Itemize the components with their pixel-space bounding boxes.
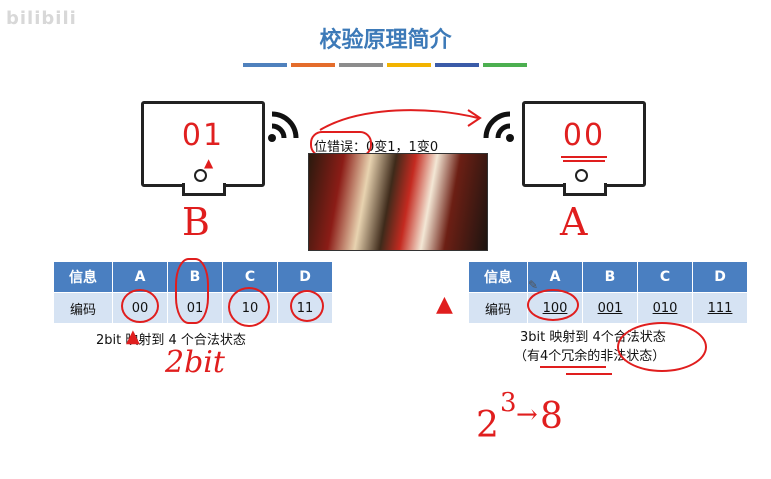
table-header-cell: C (222, 261, 278, 293)
table-header-cell: A (527, 261, 583, 293)
sender-power-icon (194, 169, 207, 182)
highlight-circle (121, 289, 159, 323)
arrow-icon: → (516, 400, 538, 430)
receiver-monitor-stand (563, 183, 607, 196)
divider-segment (291, 63, 335, 67)
receiver-monitor: 00 (522, 101, 646, 187)
pen-cursor-icon: ✎ (528, 278, 539, 292)
table-cell: 编码 (468, 292, 528, 324)
wifi-signal-icon (483, 111, 514, 142)
table-cell: 001 (582, 292, 638, 324)
table-header-cell: B (582, 261, 638, 293)
underline-mark (561, 156, 607, 158)
table-cell: 010 (637, 292, 693, 324)
channel-noise-image (308, 153, 488, 251)
divider-segment (243, 63, 287, 67)
divider-segment (435, 63, 479, 67)
highlight-circle (228, 287, 270, 327)
receiver-power-icon (575, 169, 588, 182)
table-header-cell: 信息 (53, 261, 113, 293)
transmission-arrow-icon (319, 109, 482, 131)
divider-segment (339, 63, 383, 67)
power-base: 2 (476, 405, 499, 446)
left-handwritten-note: 2bit (165, 345, 225, 380)
right-encoding-table: 信息 A B C D 编码 100 001 010 111 (468, 261, 748, 324)
error-caret-icon: ▲ (204, 156, 214, 170)
table-header-cell: 信息 (468, 261, 528, 293)
table-header-cell: A (112, 261, 168, 293)
power-result: 8 (540, 396, 563, 437)
bit-error-note: 位错误：0变1，1变0 (314, 140, 439, 155)
receiver-label: A (560, 200, 588, 244)
left-caption: 2bit 映射到 4 个合法状态 (96, 333, 246, 348)
table-header-cell: D (692, 261, 748, 293)
divider-segment (483, 63, 527, 67)
table-header-cell: C (637, 261, 693, 293)
sender-screen-text: 01 (181, 118, 225, 153)
underline-mark (566, 373, 612, 375)
underline-mark (540, 366, 606, 368)
highlight-circle (617, 322, 707, 372)
warning-triangle-icon: ▲ (436, 292, 453, 317)
watermark: bilibili (6, 8, 77, 29)
slide-title: 校验原理简介 (319, 28, 452, 53)
sender-label: B (182, 200, 210, 244)
table-header-cell: D (277, 261, 333, 293)
wifi-signal-icon (268, 111, 299, 142)
highlight-circle (290, 290, 324, 322)
highlight-circle (527, 289, 579, 321)
warning-triangle-icon: ▲ (126, 326, 140, 347)
power-exponent: 3 (500, 388, 517, 418)
receiver-screen-text: 00 (562, 118, 606, 153)
highlight-circle (175, 258, 209, 324)
underline-mark (563, 160, 605, 162)
table-cell: 111 (692, 292, 748, 324)
divider-segment (387, 63, 431, 67)
table-cell: 编码 (53, 292, 113, 324)
sender-monitor-stand (182, 183, 226, 196)
